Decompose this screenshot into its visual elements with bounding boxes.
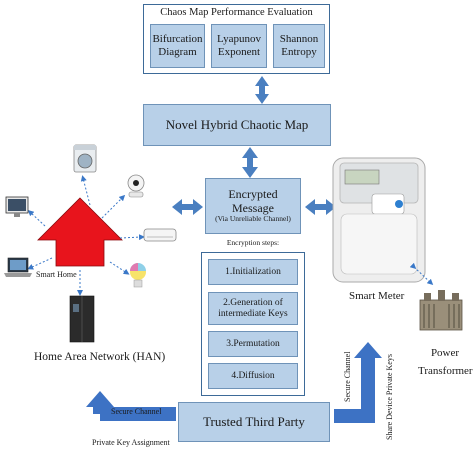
- encrypted-message-box: Encrypted Message (Via Unreliable Channe…: [205, 178, 301, 234]
- smart-meter-label: Smart Meter: [349, 290, 405, 302]
- step-key-generation-label: 2.Generation of intermediate Keys: [218, 297, 288, 319]
- smart-home-arrow-icon: [37, 197, 123, 267]
- chaos-eval-title: Chaos Map Performance Evaluation: [160, 7, 313, 18]
- double-arrow-map-message: [242, 147, 258, 178]
- step-permutation-label: 3.Permutation: [226, 338, 280, 349]
- private-key-assignment-label: Private Key Assignment: [92, 438, 170, 447]
- security-camera-icon: [127, 174, 145, 198]
- bifurcation-box: Bifurcation Diagram: [150, 24, 205, 68]
- double-arrow-message-meter: [305, 199, 336, 215]
- secure-channel-arrow-left-shape: [86, 391, 176, 421]
- trusted-third-party-box: Trusted Third Party: [178, 402, 330, 442]
- step-permutation: 3.Permutation: [208, 331, 298, 357]
- step-initialization: 1.Initialization: [208, 259, 298, 285]
- lyapunov-label: Lyapunov Exponent: [217, 33, 261, 58]
- air-conditioner-icon: [143, 228, 177, 242]
- han-label: Home Area Network (HAN): [34, 351, 166, 363]
- smart-home-label: Smart Home: [36, 270, 77, 279]
- hybrid-map-label: Novel Hybrid Chaotic Map: [165, 116, 309, 132]
- secure-channel-label-vertical: Secure Channel: [343, 351, 352, 402]
- lyapunov-box: Lyapunov Exponent: [211, 24, 267, 68]
- laptop-icon: [4, 257, 32, 277]
- step-key-generation: 2.Generation of intermediate Keys: [208, 292, 298, 325]
- hybrid-map-box: Novel Hybrid Chaotic Map: [143, 104, 331, 146]
- smart-meter-icon: [332, 157, 426, 283]
- device-connectors: [27, 175, 145, 296]
- encrypted-message-subtitle: (Via Unreliable Channel): [215, 214, 291, 224]
- secure-channel-label-left: Secure Channel: [111, 407, 162, 416]
- step-initialization-label: 1.Initialization: [225, 266, 281, 277]
- trusted-third-party-label: Trusted Third Party: [203, 413, 305, 429]
- power-transformer-icon: [419, 290, 463, 331]
- encryption-steps-title: Encryption steps:: [226, 238, 280, 247]
- refrigerator-icon: [69, 295, 95, 343]
- light-bulb-icon: [130, 263, 146, 288]
- share-device-keys-label: Share Device Private Keys: [385, 354, 394, 440]
- encrypted-message-title: Encrypted Message: [228, 186, 278, 215]
- step-diffusion-label: 4.Diffusion: [231, 370, 275, 381]
- step-diffusion: 4.Diffusion: [208, 363, 298, 389]
- double-arrow-eval-map: [255, 76, 269, 104]
- secure-channel-arrow-right-shape: [334, 342, 382, 423]
- shannon-box: Shannon Entropy: [273, 24, 325, 68]
- shannon-label: Shannon Entropy: [279, 33, 319, 58]
- power-transformer-label: Power Transformer: [418, 347, 473, 377]
- computer-monitor-icon: [5, 196, 29, 217]
- washing-machine-icon: [73, 144, 97, 173]
- bifurcation-label: Bifurcation Diagram: [152, 33, 203, 58]
- double-arrow-message-home: [172, 199, 203, 215]
